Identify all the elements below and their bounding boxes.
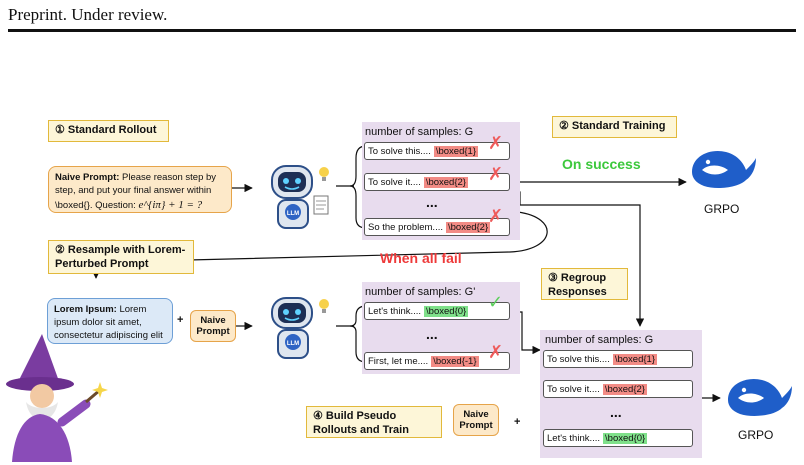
tag-regroup-line1: ③ Regroup (548, 272, 607, 284)
panel1-ellipsis: ... (426, 194, 438, 210)
when-all-fail-label: When all fail (380, 250, 462, 266)
naive-small-line2: Prompt (196, 326, 230, 337)
tag-resample-line1: ② Resample with Lorem- (55, 244, 186, 256)
grpo-label-2: GRPO (738, 428, 774, 442)
panel1-response-2: To solve it....\boxed{2} (364, 173, 510, 191)
plus-sign: + (514, 416, 521, 428)
response-text: To solve this.... (368, 145, 431, 157)
response-boxed-answer: \boxed{-1} (431, 355, 479, 367)
tag-build-line2: Rollouts and Train (313, 423, 409, 436)
correct-mark-icon: ✓ (488, 292, 504, 313)
response-text: Let's think.... (547, 432, 601, 444)
response-text: So the problem.... (368, 221, 443, 233)
wrong-mark-icon: ✗ (488, 164, 504, 185)
response-boxed-answer: \boxed{0} (603, 432, 648, 444)
header-rule (8, 29, 796, 32)
page-header: Preprint. Under review. (8, 5, 168, 24)
panel2-response-2: First, let me....\boxed{-1} (364, 352, 510, 370)
panel1-response-3: So the problem....\boxed{2} (364, 218, 510, 236)
response-text: To solve it.... (547, 383, 600, 395)
response-text: To solve this.... (547, 353, 610, 365)
panel3-response-2: To solve it....\boxed{2} (543, 380, 693, 398)
response-text: Let's think.... (368, 305, 422, 317)
tag-build-pseudo-rollouts: ④ Build Pseudo Rollouts and Train (306, 406, 442, 438)
grpo-label-1: GRPO (704, 202, 740, 216)
tag-regroup-responses: ③ Regroup Responses (541, 268, 628, 300)
tag-standard-rollout: ① Standard Rollout (48, 120, 169, 142)
response-boxed-answer: \boxed{1} (612, 353, 657, 365)
on-success-label: On success (562, 156, 641, 172)
tag-resample-line2: Perturbed Prompt (55, 257, 149, 270)
naive-prompt-text: Please reason step by step, and put your… (55, 172, 217, 211)
llm-badge-text: LLM (287, 341, 299, 347)
panel2-title: number of samples: G' (365, 286, 476, 298)
llm-robot-icon: LLM (271, 165, 329, 229)
panel2-ellipsis: ... (426, 326, 438, 342)
wizard-illustration (6, 334, 108, 462)
tag-resample-lorem: ② Resample with Lorem- Perturbed Prompt (48, 240, 194, 274)
panel1-response-1: To solve this....\boxed{1} (364, 142, 510, 160)
llm-badge-text: LLM (287, 211, 299, 217)
panel3-ellipsis: ... (610, 404, 622, 420)
response-boxed-answer: \boxed{2} (602, 383, 647, 395)
panel3-response-3: Let's think....\boxed{0} (543, 429, 693, 447)
response-text: To solve it.... (368, 176, 421, 188)
naive-small-line1: Naive (200, 314, 226, 326)
response-boxed-answer: \boxed{2} (423, 176, 468, 188)
naive-prompt-math: e^{iπ} + 1 = ? (138, 198, 203, 211)
response-boxed-answer: \boxed{1} (433, 145, 478, 157)
wrong-mark-icon: ✗ (488, 342, 504, 363)
tag-standard-training: ② Standard Training (552, 116, 677, 138)
naive-prompt-label: Naive Prompt: (55, 172, 120, 183)
lorem-prompt-text: Lorem ipsum dolor sit amet, consectetur … (54, 304, 163, 341)
panel3-response-1: To solve this....\boxed{1} (543, 350, 693, 368)
naive-small-line2: Prompt (459, 420, 493, 431)
lorem-prompt-label: Lorem Ipsum: (54, 304, 117, 315)
response-text: First, let me.... (368, 355, 429, 367)
panel2-response-1: Let's think....\boxed{0} (364, 302, 510, 320)
tag-regroup-line2: Responses (548, 285, 607, 298)
plus-sign: + (177, 314, 184, 326)
grpo-whale-icon (728, 378, 792, 416)
wrong-mark-icon: ✗ (488, 133, 504, 154)
naive-prompt-box: Naive Prompt: Please reason step by step… (48, 166, 232, 213)
panel3-title: number of samples: G (545, 334, 654, 346)
lorem-prompt-box: Lorem Ipsum: Lorem ipsum dolor sit amet,… (47, 298, 173, 344)
response-boxed-answer: \boxed{0} (424, 305, 469, 317)
tag-build-line1: ④ Build Pseudo (313, 410, 397, 422)
response-boxed-answer: \boxed{2} (445, 221, 491, 233)
naive-small-line1: Naive (463, 408, 489, 420)
panel1-title: number of samples: G (365, 126, 474, 138)
wrong-mark-icon: ✗ (488, 206, 504, 227)
llm-robot-icon: LLM (271, 297, 329, 359)
grpo-whale-icon (692, 150, 756, 188)
